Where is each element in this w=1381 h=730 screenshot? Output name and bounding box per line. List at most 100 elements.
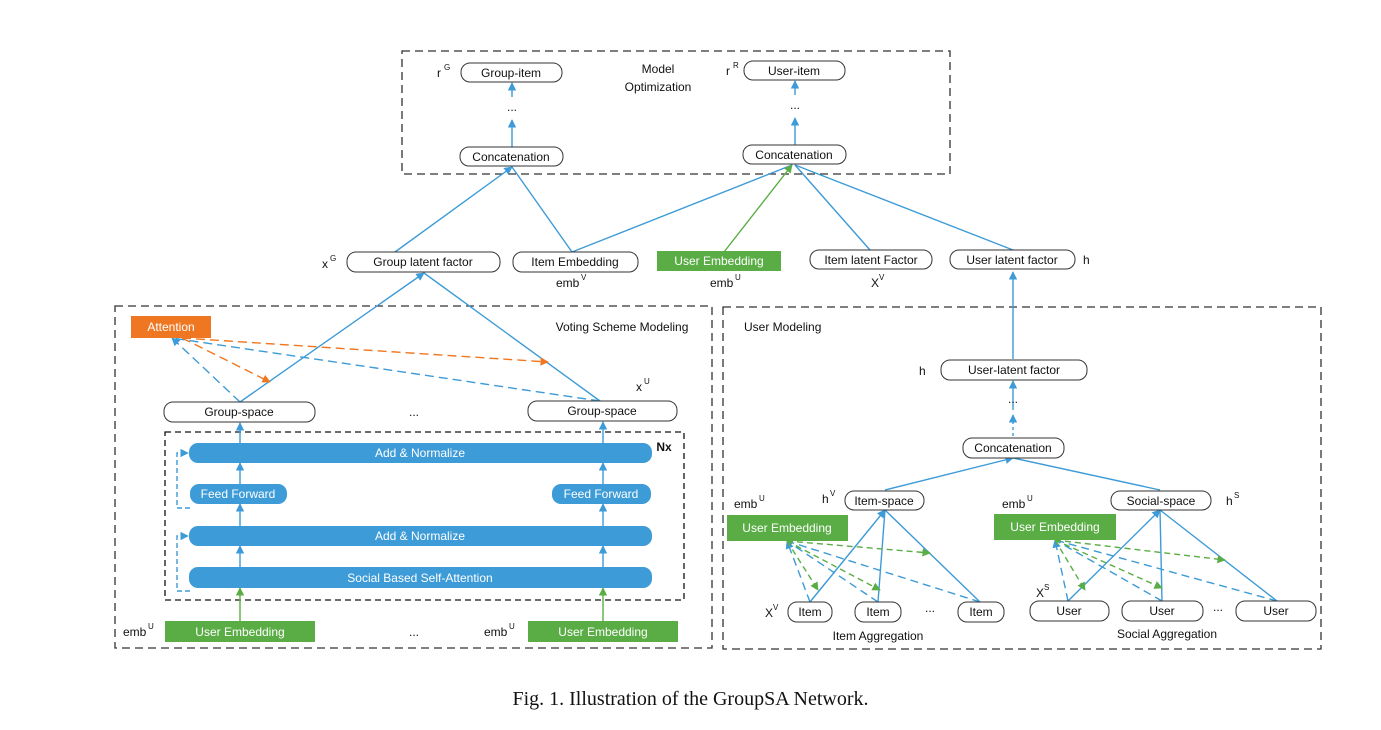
right-dots: ... (790, 98, 800, 112)
social-space-label: Social-space (1127, 494, 1196, 508)
user-embedding-left-label: User Embedding (195, 625, 284, 639)
user-dots: ... (1213, 600, 1223, 614)
emb1-sup: U (759, 494, 765, 503)
user-latent-factor-inner-node (940, 359, 1088, 381)
user-node-3 (1235, 600, 1317, 622)
xv-symbol: X (871, 276, 879, 290)
figure-caption: Fig. 1. Illustration of the GroupSA Netw… (512, 688, 869, 710)
middle-factors-row: x G Group latent factor Item Embedding e… (322, 249, 1090, 290)
item-node-3 (957, 601, 1005, 623)
add-normalize-2-node (189, 526, 652, 546)
item-aggregation-label: Item Aggregation (833, 629, 924, 643)
feed-forward-right-node (552, 484, 651, 504)
add-normalize-2-label: Add & Normalize (375, 529, 465, 543)
user-latent-factor-node (949, 249, 1076, 270)
user-embedding-right-node (528, 621, 678, 642)
item-node-1-label: Item (798, 605, 821, 619)
user-embedding-node (657, 251, 781, 271)
um-xv-sup: V (773, 603, 779, 612)
rg-symbol: r (437, 66, 441, 80)
um-h-symbol: h (919, 364, 926, 378)
group-space-dots: ... (409, 405, 419, 419)
hv-symbol: h (822, 492, 829, 506)
nx-label: Nx (656, 440, 672, 454)
emb-right-sup: U (509, 622, 515, 631)
um-xs-symbol: X (1036, 586, 1044, 600)
user-node-2 (1121, 600, 1204, 622)
voting-scheme-title: Voting Scheme Modeling (556, 320, 689, 334)
xu-sup: U (644, 377, 650, 386)
rr-sup: R (733, 61, 739, 70)
model-optimization-title-2: Optimization (625, 80, 692, 94)
emb2-symbol: emb (1002, 497, 1026, 511)
user-latent-factor-label: User latent factor (966, 253, 1057, 267)
item-dots: ... (925, 601, 935, 615)
item-latent-factor-label: Item latent Factor (824, 253, 917, 267)
group-latent-factor-node (346, 251, 501, 273)
um-xv-symbol: X (765, 606, 773, 620)
embv-symbol: emb (556, 276, 580, 290)
um-concatenation-label: Concatenation (974, 441, 1051, 455)
rg-sup: G (444, 63, 450, 72)
connection-lines (171, 80, 1278, 621)
transformer-block-region (164, 431, 685, 601)
left-dots: ... (507, 100, 517, 114)
user-item-node (743, 60, 846, 81)
item-node-3-label: Item (969, 605, 992, 619)
embu-symbol: emb (710, 276, 734, 290)
user-embedding-right-label: User Embedding (558, 625, 647, 639)
um-user-embedding-2-label: User Embedding (1010, 520, 1099, 534)
user-modeling: User Modeling h User-latent factor ... C… (727, 320, 1317, 643)
embu-sup: U (735, 273, 741, 282)
group-space-left-label: Group-space (204, 405, 274, 419)
xg-symbol: x (322, 257, 328, 271)
right-concatenation-node (742, 144, 847, 165)
add-normalize-1-label: Add & Normalize (375, 446, 465, 460)
user-embedding-label: User Embedding (674, 254, 763, 268)
emb1-symbol: emb (734, 497, 758, 511)
um-user-embedding-1-node (727, 515, 848, 541)
user-node-3-label: User (1263, 604, 1288, 618)
item-latent-factor-node (809, 249, 933, 270)
right-concatenation-label: Concatenation (755, 148, 832, 162)
item-node-2 (854, 601, 902, 623)
user-node-1-label: User (1056, 604, 1081, 618)
item-space-label: Item-space (854, 494, 914, 508)
hs-sup: S (1234, 491, 1239, 500)
emb-right-symbol: emb (484, 625, 508, 639)
um-xs-sup: S (1044, 583, 1049, 592)
bottom-dots: ... (409, 625, 419, 639)
left-concatenation-node (459, 146, 564, 167)
group-space-right-label: Group-space (567, 404, 637, 418)
xg-sup: G (330, 254, 336, 263)
group-space-right-node (527, 400, 678, 422)
group-item-node (460, 62, 563, 83)
xu-symbol: x (636, 380, 642, 394)
um-concatenation-node (962, 437, 1065, 459)
self-attention-label: Social Based Self-Attention (347, 571, 492, 585)
user-modeling-region (722, 306, 1322, 650)
user-node-2-label: User (1149, 604, 1174, 618)
um-user-embedding-1-label: User Embedding (742, 521, 831, 535)
voting-scheme-region (114, 305, 713, 649)
group-item-label: Group-item (481, 66, 541, 80)
emb-left-symbol: emb (123, 625, 147, 639)
item-node-1 (787, 601, 833, 623)
self-attention-node (189, 567, 652, 588)
user-modeling-title: User Modeling (744, 320, 821, 334)
attention-node (131, 316, 211, 338)
item-embedding-label: Item Embedding (531, 255, 618, 269)
embv-sup: V (581, 273, 587, 282)
item-node-2-label: Item (866, 605, 889, 619)
user-node-1 (1029, 600, 1110, 622)
h-symbol: h (1083, 253, 1090, 267)
group-latent-factor-label: Group latent factor (373, 255, 472, 269)
voting-scheme-modeling: Attention Voting Scheme Modeling Group-s… (123, 316, 688, 642)
feed-forward-left-label: Feed Forward (201, 487, 276, 501)
feed-forward-right-label: Feed Forward (564, 487, 639, 501)
user-embedding-left-node (165, 621, 315, 642)
um-user-embedding-2-node (994, 514, 1116, 540)
model-optimization-region (401, 50, 951, 175)
rr-symbol: r (726, 64, 730, 78)
xv-sup: V (879, 273, 885, 282)
